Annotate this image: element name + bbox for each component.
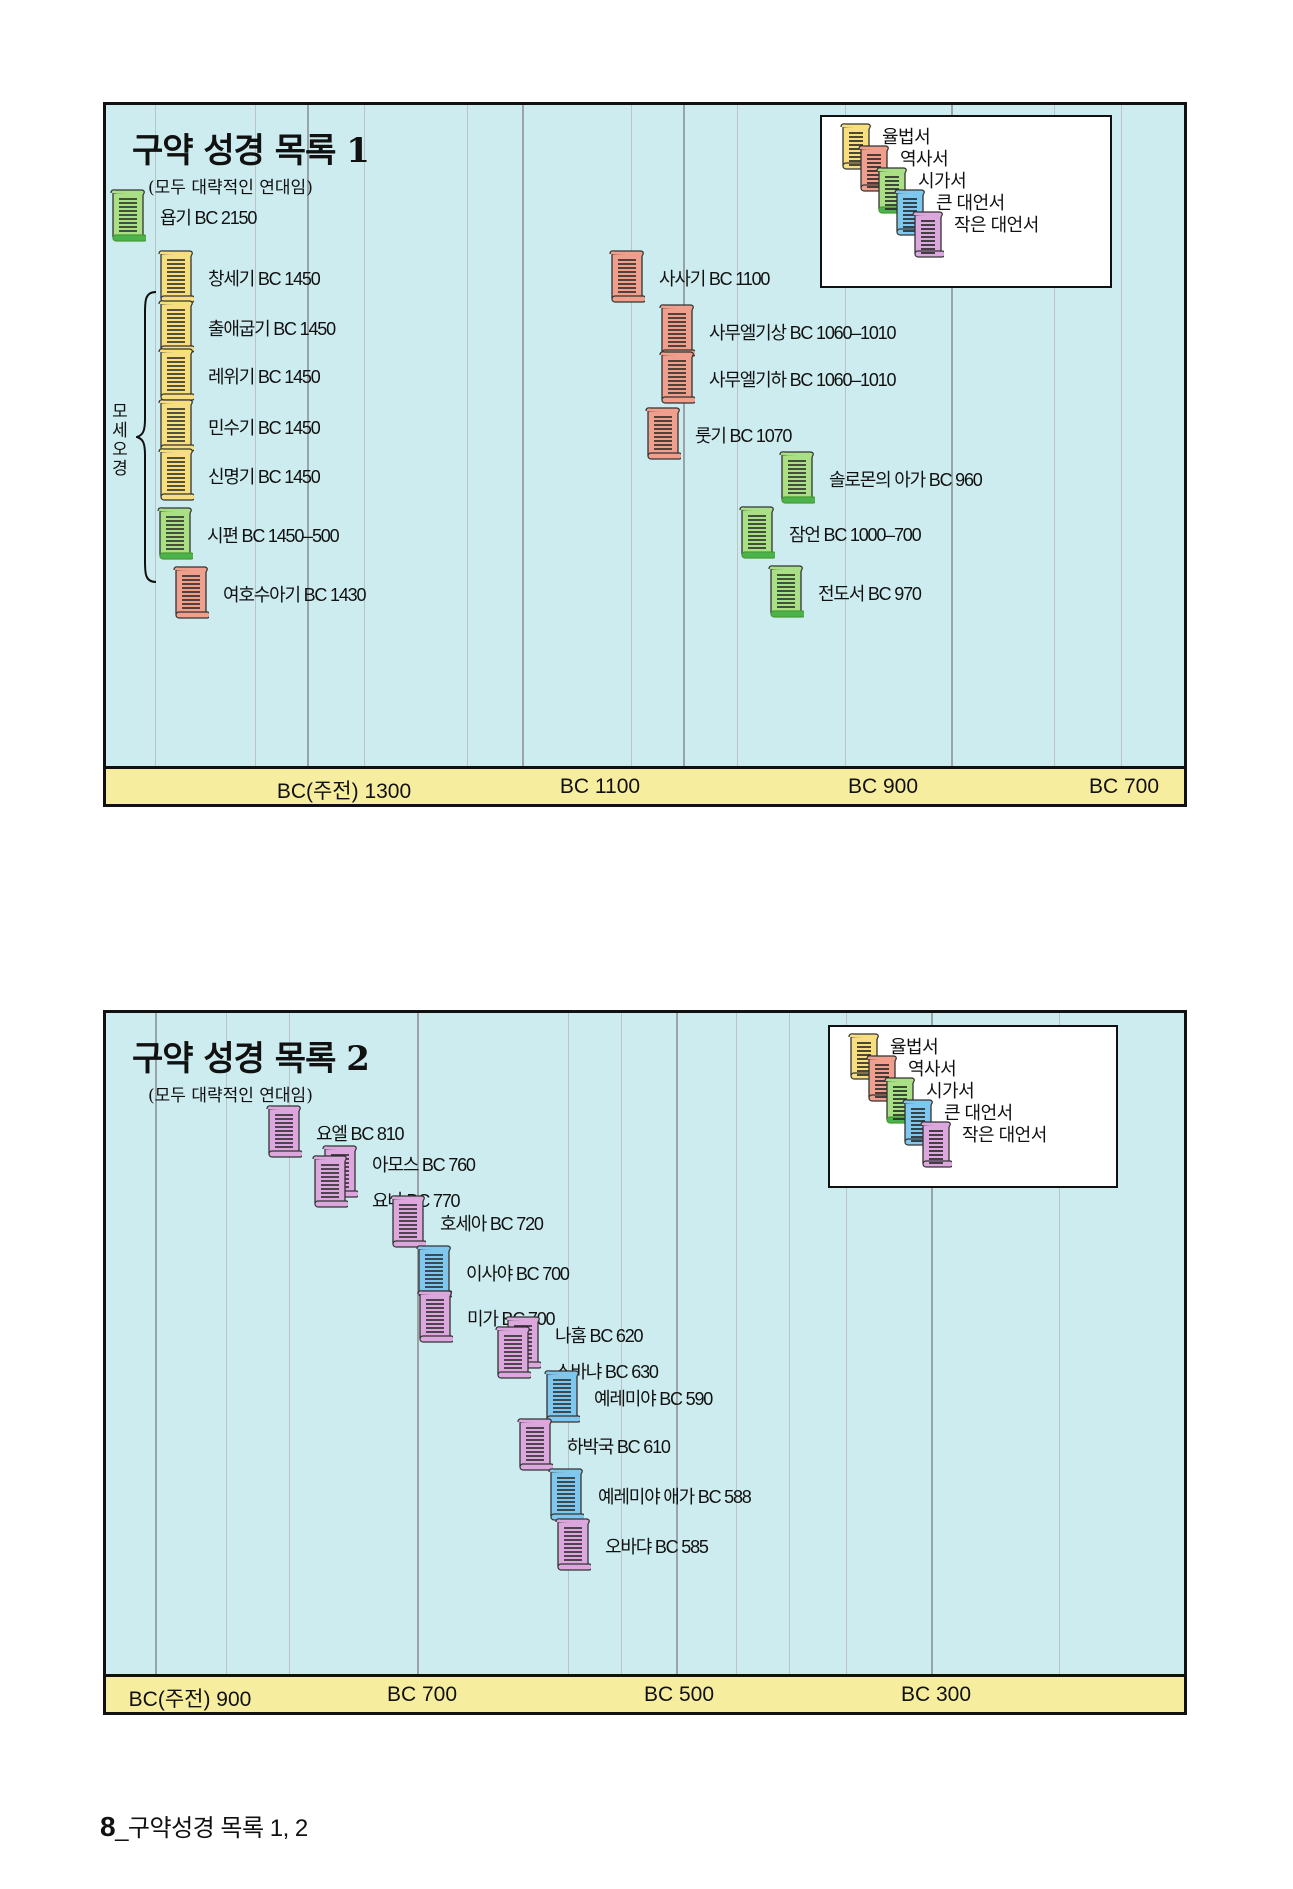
book-label: 룻기 BC 1070: [695, 426, 792, 446]
grid-line: [226, 1013, 227, 1674]
grid-line: [255, 105, 256, 766]
legend-label: 율법서: [890, 1037, 939, 1057]
panel-title: 구약 성경 목록 2: [132, 1039, 370, 1079]
grid-line: [683, 105, 685, 766]
panel-title: 구약 성경 목록 1: [132, 131, 370, 171]
legend-label: 역사서: [908, 1059, 957, 1079]
axis-tick-label: BC(주전) 900: [128, 1688, 252, 1711]
grid-line: [736, 1013, 737, 1674]
grid-line: [846, 1013, 847, 1674]
book-label: 레위기 BC 1450: [208, 367, 321, 387]
grid-line: [289, 1013, 290, 1674]
book-label: 민수기 BC 1450: [208, 418, 321, 438]
grid-line: [676, 1013, 678, 1674]
book-label: 솔로몬의 아가 BC 960: [829, 470, 983, 490]
book-label: 여호수아기 BC 1430: [223, 585, 366, 605]
pentateuch-label: 모세오경: [112, 402, 128, 479]
legend-label: 작은 대언서: [954, 215, 1039, 235]
book-label: 출애굽기 BC 1450: [208, 319, 336, 339]
footer-text: _구약성경 목록 1, 2: [115, 1815, 308, 1842]
legend-label: 역사서: [900, 149, 949, 169]
book-label: 사사기 BC 1100: [659, 269, 770, 289]
book-label: 사무엘기하 BC 1060–1010: [709, 370, 897, 390]
grid-line: [931, 1013, 933, 1674]
book-label: 잠언 BC 1000–700: [789, 525, 922, 545]
axis-tick-label: BC 500: [643, 1683, 715, 1706]
legend-label: 시가서: [918, 171, 967, 191]
book-label: 신명기 BC 1450: [208, 467, 321, 487]
page-footer: 8_구약성경 목록 1, 2: [100, 1808, 308, 1843]
book-label: 호세아 BC 720: [440, 1214, 544, 1234]
legend: 율법서 역사서 시가서 큰 대언서 작은 대언서: [820, 115, 1112, 288]
time-axis: BC(주전) 1300 BC 1100 BC 900 BC 700: [106, 766, 1184, 804]
grid-line: [417, 1013, 419, 1674]
book-label: 요엘 BC 810: [316, 1124, 405, 1144]
axis-tick-label: BC 1100: [559, 775, 641, 798]
book-label: 예레미야 BC 590: [594, 1389, 713, 1409]
book-label: 욥기 BC 2150: [160, 208, 257, 228]
book-label: 오바댜 BC 585: [605, 1537, 709, 1557]
book-label: 아모스 BC 760: [372, 1155, 476, 1175]
axis-tick-label: BC 900: [847, 775, 919, 798]
book-label: 나훔 BC 620: [555, 1326, 644, 1346]
grid-line: [737, 105, 738, 766]
grid-line: [568, 1013, 569, 1674]
book-label: 하박국 BC 610: [567, 1437, 671, 1457]
pentateuch-brace: [136, 291, 157, 583]
grid-line: [307, 105, 309, 766]
grid-line: [631, 105, 632, 766]
legend-label: 큰 대언서: [944, 1103, 1013, 1123]
book-label: 시편 BC 1450–500: [207, 526, 340, 546]
book-label: 예레미야 애가 BC 588: [598, 1487, 752, 1507]
grid-line: [845, 105, 846, 766]
grid-line: [522, 105, 524, 766]
book-label: 이사야 BC 700: [466, 1264, 570, 1284]
page-number: 8: [100, 1811, 116, 1842]
grid-line: [1059, 1013, 1060, 1674]
time-axis: BC(주전) 900 BC 700 BC 500 BC 300: [106, 1674, 1184, 1712]
grid-line: [1054, 105, 1055, 766]
panel-subtitle: (모두 대략적인 연대임): [148, 1086, 313, 1106]
legend-label: 율법서: [882, 127, 931, 147]
axis-tick-label: BC 300: [900, 1683, 972, 1706]
book-label: 사무엘기상 BC 1060–1010: [709, 323, 897, 343]
grid-line: [951, 105, 953, 766]
grid-line: [467, 105, 468, 766]
book-label: 창세기 BC 1450: [208, 269, 321, 289]
panel-subtitle: (모두 대략적인 연대임): [148, 178, 313, 198]
grid-line: [1121, 105, 1122, 766]
axis-tick-label: BC 700: [386, 1683, 458, 1706]
legend: 율법서 역사서 시가서 큰 대언서 작은 대언서: [828, 1025, 1118, 1188]
grid-line: [155, 105, 156, 766]
timeline-panel-2: 구약 성경 목록 2 (모두 대략적인 연대임) 율법서 역사서 시가서 큰 대…: [103, 1010, 1187, 1715]
legend-label: 큰 대언서: [936, 193, 1005, 213]
legend-label: 작은 대언서: [962, 1125, 1047, 1145]
axis-tick-label: BC(주전) 1300: [276, 780, 412, 803]
book-label: 스바냐 BC 630: [555, 1362, 659, 1382]
axis-tick-label: BC 700: [1088, 775, 1160, 798]
grid-line: [789, 1013, 790, 1674]
legend-label: 시가서: [926, 1081, 975, 1101]
timeline-panel-1: 구약 성경 목록 1 (모두 대략적인 연대임) 모세오경 율법서 역사서 시가…: [103, 102, 1187, 807]
grid-line: [155, 1013, 157, 1674]
book-label: 전도서 BC 970: [818, 584, 922, 604]
grid-line: [621, 1013, 622, 1674]
grid-line: [364, 105, 365, 766]
